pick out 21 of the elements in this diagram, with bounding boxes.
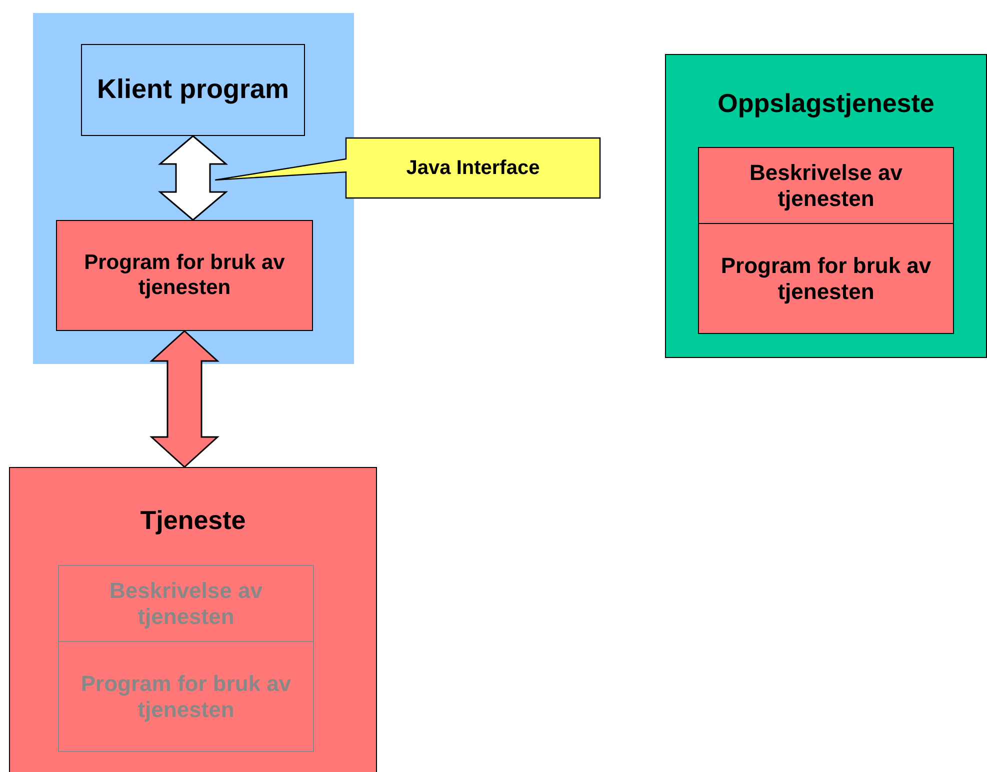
double-arrow [150,330,220,468]
process-box [58,641,314,752]
node-label: Program for bruk av tjenesten [83,251,286,300]
panel-background [33,13,354,364]
node-label: Program for bruk av tjenesten [80,671,292,722]
node-label: Tjeneste [139,506,247,536]
process-box [56,220,313,331]
node-label: Program for bruk av tjenesten [720,253,932,304]
process-box [698,147,954,224]
process-box [58,565,314,642]
node-label: Java Interface [405,156,541,180]
node-label: Beskrivelse av tjenesten [748,160,904,211]
process-box [698,223,954,334]
service-container [665,54,987,358]
node-label: Klient program [96,74,290,106]
callout [215,137,601,199]
node-label: Beskrivelse av tjenesten [108,578,264,629]
service-container [9,467,377,772]
process-box [81,44,305,136]
double-arrow [158,135,228,221]
node-label: Oppslagstjeneste [716,89,936,119]
